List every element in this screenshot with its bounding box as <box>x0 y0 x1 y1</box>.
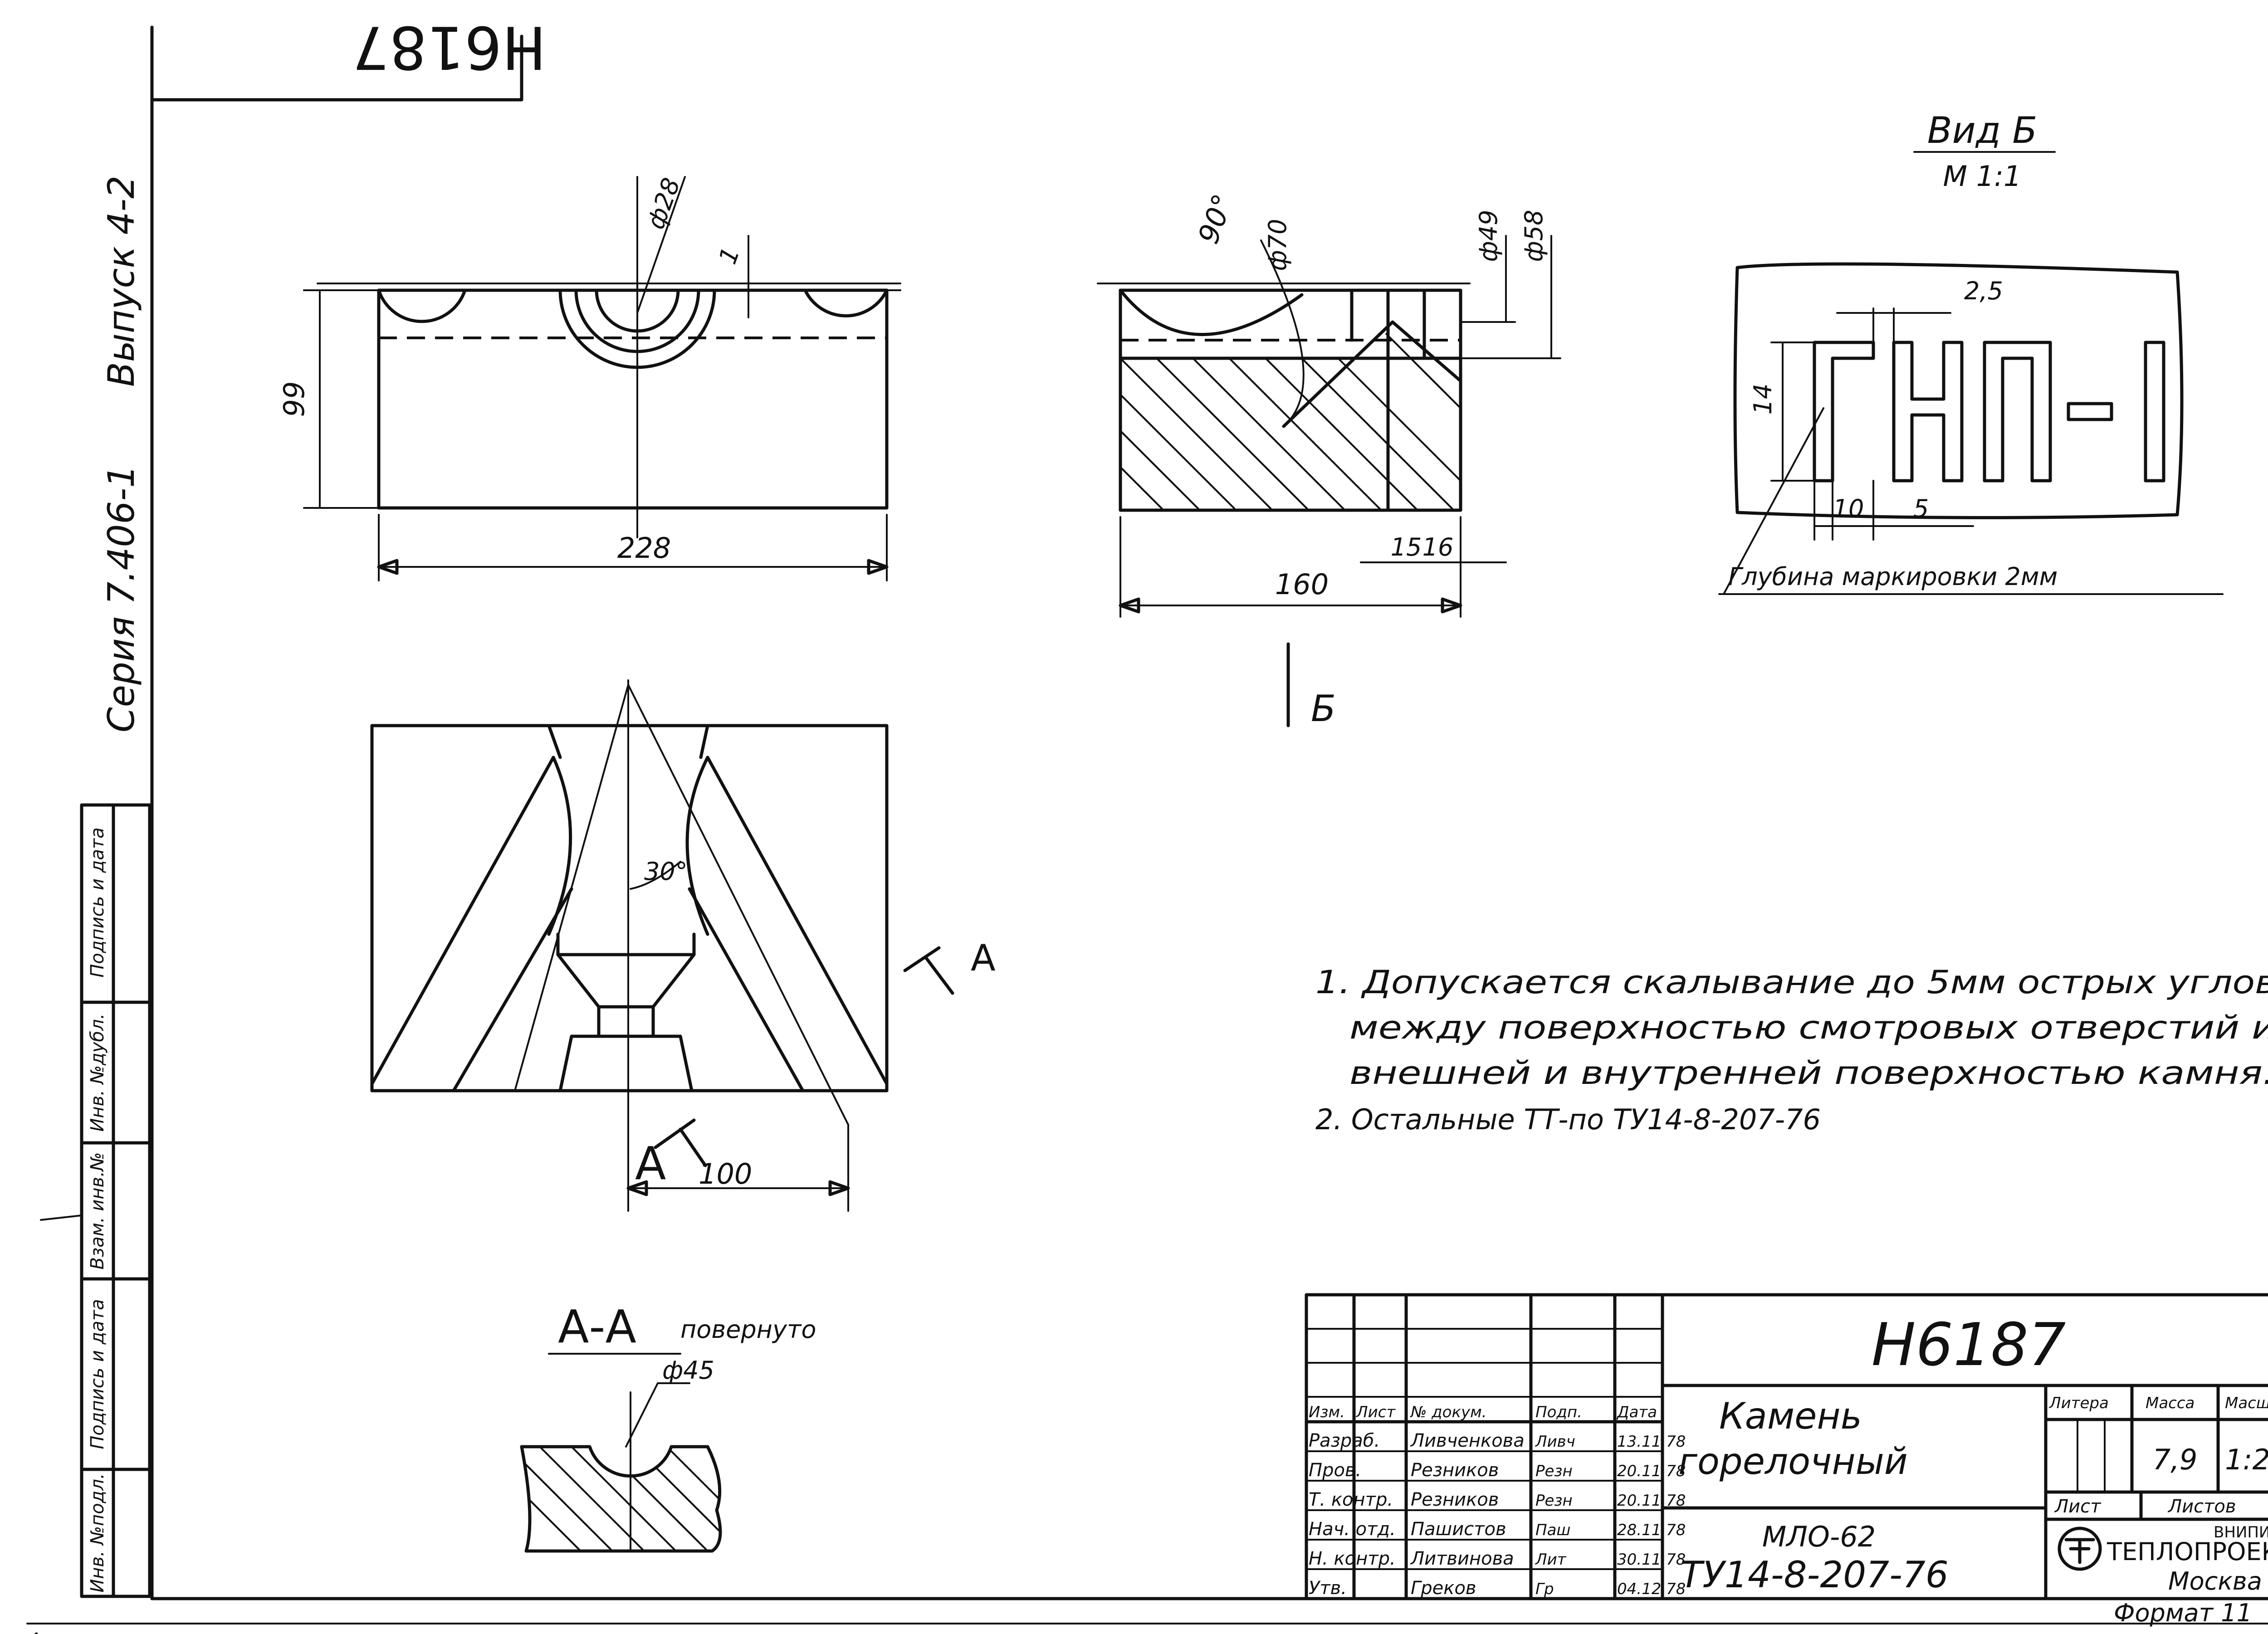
row-role: Утв. <box>1309 1578 1347 1599</box>
stamp-cell-3: Взам. инв.№ <box>87 1152 108 1270</box>
stamp-cell-2: Подпись и дата <box>87 1299 108 1449</box>
title-standard: ТУ14-8-207-76 <box>1680 1554 1948 1596</box>
side-dim-width: 160 <box>1275 568 1329 601</box>
row-sign: Лит <box>1535 1551 1567 1569</box>
side-dim-angle: 90° <box>1192 190 1240 248</box>
front-dim-height: 99 <box>278 381 311 417</box>
view-b-marking: ГНП-I <box>1975 488 2017 507</box>
row-role: Н. контр. <box>1309 1548 1396 1569</box>
side-dim-d58: ф58 <box>1520 210 1548 262</box>
row-date: 20.11.78 <box>1617 1462 1686 1480</box>
signature-rows: Разраб. Ливченкова Ливч 13.11.78 Пров. Р… <box>1309 1430 1686 1599</box>
title-block <box>1305 1293 2268 1600</box>
stamp-cell-1: Инв. №подл. <box>87 1473 108 1592</box>
issue-label: Выпуск 4-2 <box>100 176 142 387</box>
view-b-dim-14: 14 <box>1749 384 1777 415</box>
side-dim-16: 16 <box>1422 533 1454 561</box>
front-dim-width: 228 <box>617 532 671 565</box>
code-top: Н6187 <box>352 13 547 82</box>
row-name: Резников <box>1411 1489 1499 1510</box>
notes: 1. Допускается скалывание до 5мм острых … <box>1315 964 2268 1136</box>
row-date: 30.11.78 <box>1617 1551 1686 1569</box>
row-role: Пров. <box>1309 1460 1361 1481</box>
row-date: 04.12.78 <box>1617 1580 1686 1598</box>
view-b <box>1718 151 2224 595</box>
row-sign: Резн <box>1535 1492 1573 1510</box>
mass-value: 7,9 <box>2153 1443 2198 1476</box>
col-header-izm: Изм. <box>1309 1403 1345 1421</box>
row-role: Разраб. <box>1309 1430 1380 1451</box>
front-dim-hole: ф28 <box>641 174 685 233</box>
row-date: 13.11.78 <box>1617 1433 1686 1451</box>
side-view-hatch <box>1120 327 1461 510</box>
side-view <box>1097 239 1471 512</box>
sheet-label: Лист <box>2054 1496 2102 1517</box>
cut-label-right: А <box>971 937 996 979</box>
row-role: Т. контр. <box>1309 1489 1393 1510</box>
plan-view <box>370 679 954 1212</box>
row-name: Литвинова <box>1410 1548 1514 1569</box>
view-b-dim-5: 5 <box>1913 494 1929 523</box>
row-sign: Резн <box>1535 1462 1573 1480</box>
stamp-cell-5: Подпись и дата <box>87 827 108 977</box>
org-line1: ВНИПИ <box>2214 1523 2268 1541</box>
section-title: А-А <box>558 1300 636 1353</box>
mass-label: Масса <box>2146 1394 2195 1412</box>
row-sign: Ливч <box>1535 1433 1575 1451</box>
view-b-title: Вид Б <box>1927 109 2038 151</box>
stamp-cell-4: Инв. №дубл. <box>87 1014 108 1132</box>
side-dim-d70: ф70 <box>1263 219 1292 271</box>
cut-label-bottom: А <box>635 1137 666 1190</box>
col-header-doc: № докум. <box>1410 1403 1487 1421</box>
note-line-4: 2. Остальные ТТ-по ТУ14-8-207-76 <box>1315 1103 1821 1136</box>
scale-label: Масш. <box>2225 1394 2268 1412</box>
row-date: 20.11.78 <box>1617 1492 1686 1510</box>
plan-angle: 30° <box>644 857 688 886</box>
view-b-dim-25: 2,5 <box>1964 277 2003 305</box>
view-b-arrow-label: Б <box>1311 688 1336 730</box>
front-view <box>303 176 901 581</box>
org-city: Москва <box>2168 1567 2262 1595</box>
view-b-depth-note: Глубина маркировки 2мм <box>1728 562 2058 591</box>
litera-label: Литера <box>2048 1394 2109 1412</box>
org-line2: ТЕПЛОПРОЕКТ <box>2107 1537 2268 1566</box>
col-header-list: Лист <box>1355 1403 1396 1421</box>
side-dim-15: 15 <box>1391 533 1422 561</box>
title-name-line1: Камень <box>1719 1395 1862 1437</box>
col-header-sign: Подп. <box>1535 1403 1582 1421</box>
section-subtitle: повернуто <box>680 1315 816 1344</box>
row-sign: Гр <box>1535 1580 1554 1598</box>
note-line-3: внешней и внутренней поверхностью камня. <box>1349 1054 2268 1092</box>
section-dim-d45: ф45 <box>662 1356 714 1385</box>
sheet-frame <box>26 25 2268 1634</box>
row-name: Резников <box>1411 1460 1499 1481</box>
row-name: Ливченкова <box>1410 1430 1525 1451</box>
row-sign: Паш <box>1535 1521 1571 1539</box>
view-b-dim-10: 10 <box>1833 494 1864 523</box>
plan-dim-100: 100 <box>699 1157 752 1190</box>
view-b-scale: М 1:1 <box>1943 160 2022 193</box>
section-hatch <box>522 1447 720 1551</box>
side-view-dims <box>1119 235 1561 727</box>
front-dim-depth: 1 <box>713 244 745 268</box>
note-line-1: 1. Допускается скалывание до 5мм острых … <box>1315 964 2268 1001</box>
series-label: Серия 7.406-1 <box>100 465 142 732</box>
title-doc-code: Н6187 <box>1872 1310 2066 1379</box>
side-dim-d49: ф49 <box>1474 210 1503 262</box>
row-name: Греков <box>1411 1578 1476 1599</box>
title-material: МЛО-62 <box>1762 1520 1876 1553</box>
scale-value: 1:2 <box>2225 1443 2268 1476</box>
row-date: 28.11.78 <box>1617 1521 1686 1539</box>
side-stamp <box>40 803 152 1598</box>
format-label: Формат 11 <box>2114 1599 2252 1627</box>
row-name: Пашистов <box>1411 1519 1506 1540</box>
row-role: Нач. отд. <box>1309 1519 1396 1540</box>
col-header-date: Дата <box>1616 1403 1657 1421</box>
section-a-a <box>520 1353 722 1553</box>
sheets-label: Листов <box>2167 1496 2236 1517</box>
note-line-2: между поверхностью смотровых отверстий и <box>1349 1009 2268 1046</box>
title-name-line2: горелочный <box>1678 1440 1908 1483</box>
